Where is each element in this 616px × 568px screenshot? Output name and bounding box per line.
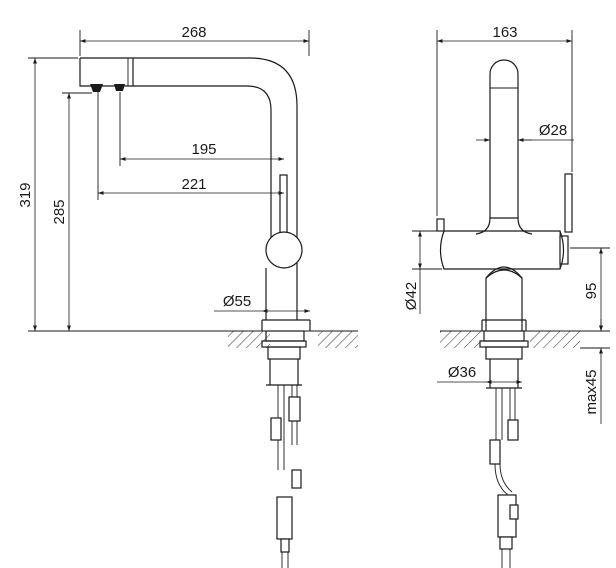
dim-max45: max45 <box>583 369 600 414</box>
front-under-parts <box>479 330 529 568</box>
side-under-parts <box>261 330 307 568</box>
side-counter <box>228 330 358 348</box>
side-view: 268 319 285 195 221 Ø55 <box>17 24 358 568</box>
dim-o42: Ø42 <box>403 282 420 310</box>
front-view: 163 Ø28 Ø42 95 max45 <box>403 24 610 568</box>
dim-95: 95 <box>583 283 600 300</box>
side-faucet <box>79 57 311 331</box>
front-counter <box>440 330 580 348</box>
dim-319: 319 <box>17 182 34 207</box>
side-dimensions: 268 319 285 195 221 Ø55 <box>17 24 310 332</box>
dim-o28: Ø28 <box>539 122 567 139</box>
front-faucet <box>436 59 573 331</box>
dim-o55: Ø55 <box>223 293 251 310</box>
dim-285: 285 <box>51 199 68 224</box>
dim-o36: Ø36 <box>448 364 476 381</box>
dim-268: 268 <box>181 24 206 41</box>
dim-195: 195 <box>191 141 216 158</box>
dim-163: 163 <box>492 24 517 41</box>
front-dimensions: 163 Ø28 Ø42 95 max45 <box>403 24 610 424</box>
dim-221: 221 <box>181 176 206 193</box>
